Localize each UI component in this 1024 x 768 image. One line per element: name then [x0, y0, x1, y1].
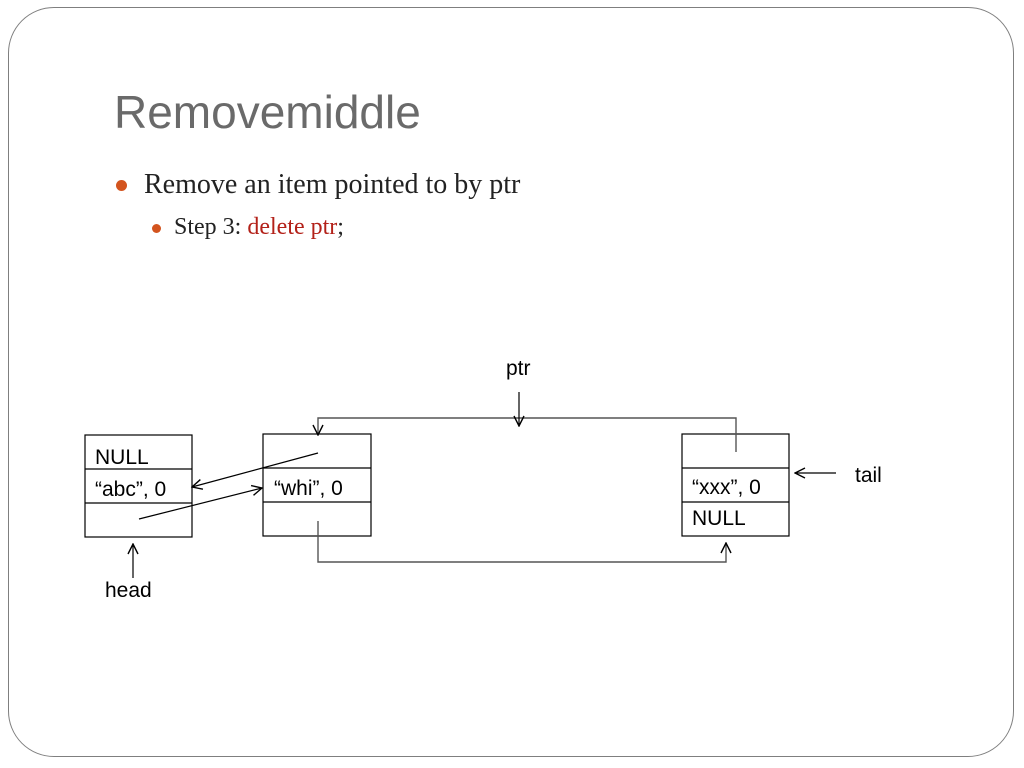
slide-frame	[8, 7, 1014, 757]
xxx-prev-to-whi-connector	[318, 417, 737, 452]
abc-next-to-whi-arrow	[138, 488, 262, 520]
bullet-level-2: Step 3: delete ptr;	[152, 214, 344, 241]
node-whi-box	[262, 433, 372, 537]
node-xxx-next-field: NULL	[692, 507, 746, 530]
tail-label: tail	[855, 464, 882, 487]
node-abc-box	[84, 434, 193, 538]
bullet-marker-icon	[116, 180, 127, 191]
step-label: Step 3:	[174, 214, 248, 240]
node-abc: NULL “abc”, 0	[84, 434, 193, 538]
bullet-level-1: Remove an item pointed to by ptr	[116, 169, 521, 201]
node-xxx-data-field: “xxx”, 0	[692, 476, 761, 499]
whi-next-to-xxx-connector	[317, 521, 726, 563]
node-abc-prev-field: NULL	[95, 446, 149, 469]
delete-ptr-code: delete ptr	[247, 214, 338, 240]
step-terminator: ;	[337, 214, 344, 240]
bullet-level-1-text: Remove an item pointed to by ptr	[144, 169, 521, 200]
head-label: head	[105, 579, 152, 602]
sub-bullet-marker-icon	[152, 224, 161, 233]
node-whi-data-field: “whi”, 0	[274, 477, 343, 500]
whi-prev-to-abc-arrow	[192, 452, 319, 487]
node-whi: “whi”, 0	[262, 433, 372, 537]
slide-title: Removemiddle	[114, 86, 421, 138]
ptr-label: ptr	[506, 357, 531, 380]
node-abc-data-field: “abc”, 0	[95, 478, 166, 501]
